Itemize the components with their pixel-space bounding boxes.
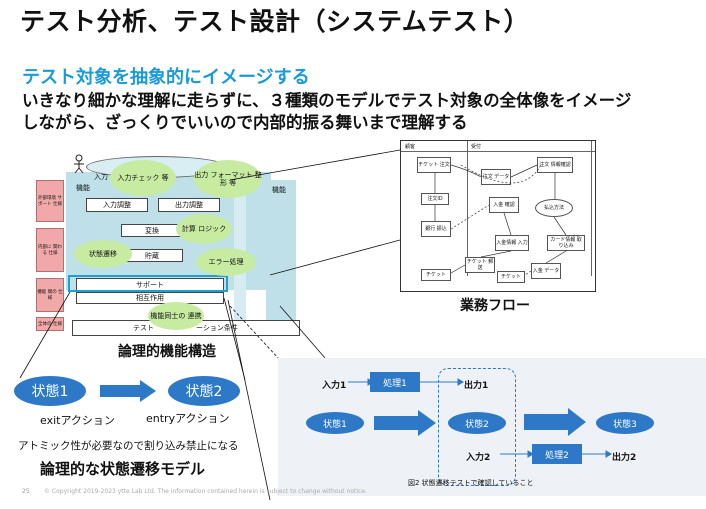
interaction-box: 相互作用	[76, 292, 224, 304]
lane-divider	[467, 141, 468, 276]
state-1-node: 状態1	[14, 376, 86, 406]
page-title: テスト分析、テスト設計（システムテスト）	[20, 7, 530, 36]
dashed-group	[438, 368, 516, 486]
flow-ticket-issue: チケット 郵送	[465, 257, 495, 273]
test-process-1: 処理1	[370, 372, 420, 392]
flow-ticket-end: チケット	[421, 269, 451, 281]
cloud-error-handling: エラー処理	[196, 248, 256, 276]
test-state-2: 状態2	[448, 412, 506, 434]
flow-payment-info-input: 入金情報 入力	[495, 235, 529, 251]
lead-line-2: しながら、ざっくりでいいので内部的振る舞いまで理解する	[22, 113, 468, 132]
atomicity-note: アトミック性が必要なので割り込み禁止になる	[18, 440, 239, 452]
output-adjust-box: 出力調整	[158, 198, 220, 212]
test-arrow-2	[524, 408, 586, 436]
flow-bank-transfer: 銀行 振込	[421, 221, 451, 237]
entry-action-label: entryアクション	[146, 412, 230, 425]
support-highlight	[68, 275, 228, 292]
left-label-4: 全体の 仕様	[36, 317, 64, 331]
lead-line-1: いきなり細かな理解に走らずに、３種類のモデルでテスト対象の全体像をイメージ	[22, 91, 632, 110]
test-input-1: 入力1	[322, 381, 347, 391]
test-input-2: 入力2	[466, 453, 491, 463]
test-state-1: 状態1	[306, 412, 364, 434]
test-section-tail: ーション条件	[196, 324, 238, 332]
actor-icon	[72, 154, 86, 174]
flow-arrows	[434, 164, 567, 276]
business-flow-diagram: 顧客 受付 チケット 注文 注文 データ 注文 情報確認 注文ID 入金 確認 …	[400, 140, 596, 292]
function-label-2: 機能	[272, 186, 286, 194]
test-arrow-1	[374, 410, 436, 436]
test-arrows	[348, 378, 612, 458]
left-label-3: 機能 間の 仕様	[36, 278, 64, 312]
actor-input-label: 入力	[94, 173, 108, 181]
state-model-caption: 論理的な状態遷移モデル	[40, 460, 206, 478]
flow-order-id: 注文ID	[421, 193, 449, 205]
lane-customer-label: 顧客	[405, 144, 416, 150]
test-section-label: テスト	[133, 324, 154, 332]
functional-structure-diagram: 機能 機能 入力 外部環境 サポート 仕様 内部に 関わる 仕様 機能 間の 仕…	[36, 150, 306, 345]
flow-payment-method: 払込方法	[535, 199, 573, 217]
test-figure-caption: 図2 状態遷移テストで確認していること	[408, 479, 534, 487]
lane-header-line	[401, 151, 595, 152]
cloud-calc-logic: 計算 ロジック	[176, 214, 232, 244]
copyright-text: © Copyright 2019-2023 ytte Lab Ltd. The …	[44, 488, 367, 495]
section-subtitle: テスト対象を抽象的にイメージする	[22, 67, 310, 88]
functional-structure-caption: 論理的機能構造	[118, 344, 216, 360]
test-output-1: 出力1	[464, 381, 489, 391]
state-test-figure: 入力1 処理1 出力1 状態1 状態2 状態3 入力2 処理2 出力2 図2 状…	[278, 358, 706, 496]
state-transition-arrow	[100, 380, 156, 402]
cloud-coop: 機能同士の 連携	[148, 302, 204, 330]
flow-order-data: 注文 データ	[481, 169, 511, 185]
input-adjust-box: 入力調整	[86, 198, 148, 212]
exit-action-label: exitアクション	[40, 414, 115, 427]
flow-order-info: 注文 情報確認	[537, 157, 573, 173]
lane-reception-label: 受付	[471, 144, 482, 150]
lead-text: いきなり細かな理解に走らずに、３種類のモデルでテスト対象の全体像をイメージ しな…	[22, 90, 631, 134]
cloud-state-transition: 状態遷移	[74, 240, 132, 268]
flow-payment-check: 入金 確認	[489, 197, 519, 213]
left-label-1: 外部環境 サポート 仕様	[36, 180, 64, 222]
lane-end-divider	[591, 141, 592, 276]
state-2-node: 状態2	[168, 376, 240, 406]
flow-ticket-order: チケット 注文	[417, 157, 451, 173]
function-panel-bg-2	[266, 180, 296, 325]
function-label-1: 機能	[76, 184, 90, 192]
cloud-output-format: 出力 フォーマット 整形 等	[194, 160, 262, 198]
page-number: 25	[22, 488, 30, 495]
business-flow-caption: 業務フロー	[460, 298, 530, 314]
flow-ticket-2: チケット	[497, 271, 525, 283]
cloud-input-check: 入力チェック 等	[110, 160, 176, 196]
test-process-2: 処理2	[532, 444, 582, 464]
test-output-2: 出力2	[612, 453, 637, 463]
test-state-3: 状態3	[596, 412, 654, 434]
flow-payment-data: 入金 データ	[531, 263, 561, 279]
left-label-2: 内部に 関わる 仕様	[36, 228, 64, 272]
flow-card-info-read: カード情報 取り込み	[547, 235, 585, 251]
